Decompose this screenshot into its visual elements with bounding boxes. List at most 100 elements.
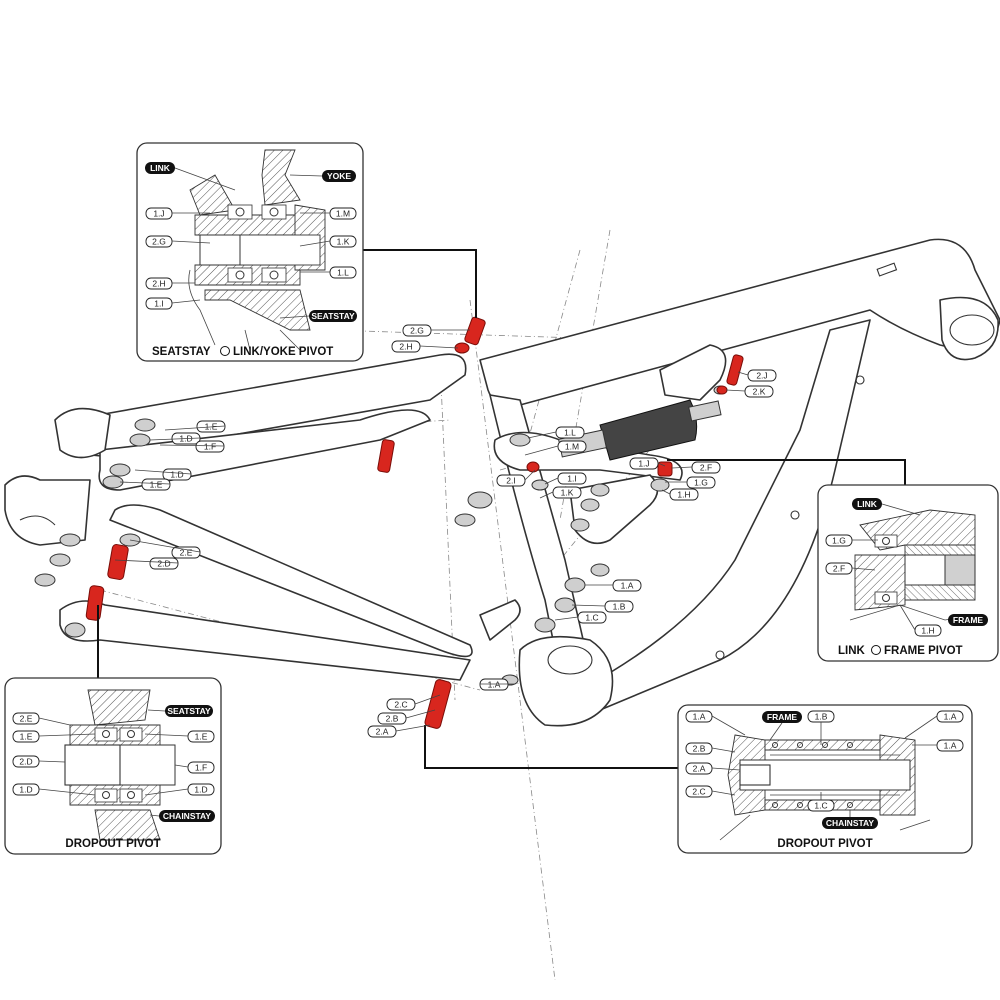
svg-text:1.I: 1.I (567, 474, 576, 484)
inset-dropout-pivot-left: SEATSTAY CHAINSTAY 2.E 1.E 2.D 1.D 1.E 1… (4, 677, 222, 855)
svg-text:1.H: 1.H (677, 490, 690, 500)
svg-text:1.D: 1.D (194, 785, 207, 795)
svg-text:1.D: 1.D (19, 785, 32, 795)
label-1a-top-right: 1.A (936, 710, 964, 723)
seatstay-dropout-left (54, 407, 111, 459)
label-1b-inset: 1.B (807, 710, 835, 723)
svg-text:1.G: 1.G (832, 536, 846, 546)
label-chainstay-dropout-right: CHAINSTAY (822, 817, 878, 829)
label-frame-dropout: FRAME (762, 711, 802, 723)
callout-2g: 2.G (402, 324, 432, 337)
callout-1h: 1.H (669, 488, 699, 501)
label-seatstay: SEATSTAY (309, 310, 357, 322)
svg-text:CHAINSTAY: CHAINSTAY (826, 818, 875, 828)
callout-2e: 2.E (171, 546, 201, 559)
caption-seatstay-right: LINK/YOKE PIVOT (233, 346, 333, 358)
label-2c-inset: 2.C (685, 785, 713, 798)
label-2f: 2.F (825, 562, 853, 575)
svg-text:1.H: 1.H (921, 626, 934, 636)
chainstay-lower (59, 600, 471, 681)
caption-link-frame-right: FRAME PIVOT (884, 645, 963, 657)
head-tube (939, 296, 999, 361)
svg-text:2.H: 2.H (152, 279, 165, 289)
svg-text:LINK: LINK (857, 499, 878, 509)
svg-text:1.F: 1.F (204, 442, 216, 452)
inset-dropout-pivot-right: FRAME CHAINSTAY 1.A 2.B 2.A 2.C 1.B 1.A … (677, 704, 973, 854)
label-frame: FRAME (948, 614, 988, 626)
svg-text:1.E: 1.E (205, 422, 218, 432)
leader-dropout-right (424, 725, 678, 769)
svg-text:2.B: 2.B (386, 714, 399, 724)
label-1a-top-left: 1.A (685, 710, 713, 723)
svg-text:YOKE: YOKE (327, 171, 351, 181)
svg-text:CHAINSTAY: CHAINSTAY (163, 811, 212, 821)
label-1f-inset: 1.F (187, 761, 215, 774)
callout-1f: 1.F (195, 440, 225, 453)
svg-text:2.A: 2.A (693, 764, 706, 774)
svg-text:SEATSTAY: SEATSTAY (167, 706, 211, 716)
red-hardware (85, 316, 744, 729)
svg-text:2.D: 2.D (157, 559, 170, 569)
svg-text:2.G: 2.G (152, 237, 166, 247)
label-1g: 1.G (825, 534, 853, 547)
callout-1i: 1.I (557, 472, 587, 485)
callout-1m: 1.M (557, 440, 587, 453)
svg-text:1.E: 1.E (150, 480, 163, 490)
svg-text:2.E: 2.E (180, 548, 193, 558)
callout-1d-lower: 1.D (162, 468, 192, 481)
label-1m: 1.M (329, 207, 357, 220)
callout-2i: 2.I (496, 474, 526, 487)
svg-text:1.A: 1.A (621, 581, 634, 591)
svg-text:2.B: 2.B (693, 744, 706, 754)
callout-1e-upper: 1.E (196, 420, 226, 433)
caption-seatstay-left: SEATSTAY (152, 346, 211, 358)
label-2d-inset: 2.D (12, 755, 40, 768)
chainstay (109, 504, 473, 658)
callout-1c: 1.C (577, 611, 607, 624)
label-yoke: YOKE (322, 170, 356, 182)
inset-seatstay-link-yoke-pivot: LINK YOKE SEATSTAY 1.J 2.G 2.H 1.I 1.M 1… (136, 142, 364, 362)
svg-text:1.C: 1.C (585, 613, 598, 623)
svg-text:2.C: 2.C (692, 787, 705, 797)
svg-text:1.D: 1.D (170, 470, 183, 480)
label-2b-inset: 2.B (685, 742, 713, 755)
svg-text:1.I: 1.I (154, 299, 163, 309)
callout-2a: 2.A (367, 725, 397, 738)
svg-text:1.A: 1.A (944, 741, 957, 751)
svg-text:1.K: 1.K (561, 488, 574, 498)
callout-1j: 1.J (629, 457, 659, 470)
label-1d-inset-left: 1.D (12, 783, 40, 796)
callout-2k: 2.K (744, 385, 774, 398)
svg-text:1.J: 1.J (638, 459, 649, 469)
seatstay-dropout-right (4, 475, 91, 546)
callout-2d: 2.D (149, 557, 179, 570)
pivot-symbol-icon (871, 645, 881, 655)
section-drawing-seatstay (188, 149, 326, 351)
caption-link-frame-left: LINK (838, 645, 866, 657)
label-seatstay-dropout: SEATSTAY (165, 705, 213, 717)
section-drawing-link-frame (849, 509, 976, 621)
svg-text:1.J: 1.J (153, 209, 164, 219)
svg-text:1.A: 1.A (488, 680, 501, 690)
label-1l: 1.L (329, 266, 357, 279)
svg-text:FRAME: FRAME (767, 712, 798, 722)
svg-text:1.E: 1.E (20, 732, 33, 742)
callout-2f: 2.F (691, 461, 721, 474)
label-2g: 2.G (145, 235, 173, 248)
svg-text:1.L: 1.L (564, 428, 576, 438)
label-1e-inset-left: 1.E (12, 730, 40, 743)
svg-text:1.A: 1.A (944, 712, 957, 722)
svg-text:LINK: LINK (150, 163, 171, 173)
svg-text:2.F: 2.F (700, 463, 712, 473)
label-1h: 1.H (914, 624, 942, 637)
callout-1l: 1.L (555, 426, 585, 439)
svg-text:1.A: 1.A (693, 712, 706, 722)
svg-text:1.C: 1.C (814, 801, 827, 811)
label-1j: 1.J (145, 207, 173, 220)
svg-text:2.J: 2.J (756, 371, 767, 381)
label-1k: 1.K (329, 235, 357, 248)
svg-text:2.F: 2.F (833, 564, 845, 574)
svg-text:1.B: 1.B (815, 712, 828, 722)
svg-text:2.K: 2.K (753, 387, 766, 397)
